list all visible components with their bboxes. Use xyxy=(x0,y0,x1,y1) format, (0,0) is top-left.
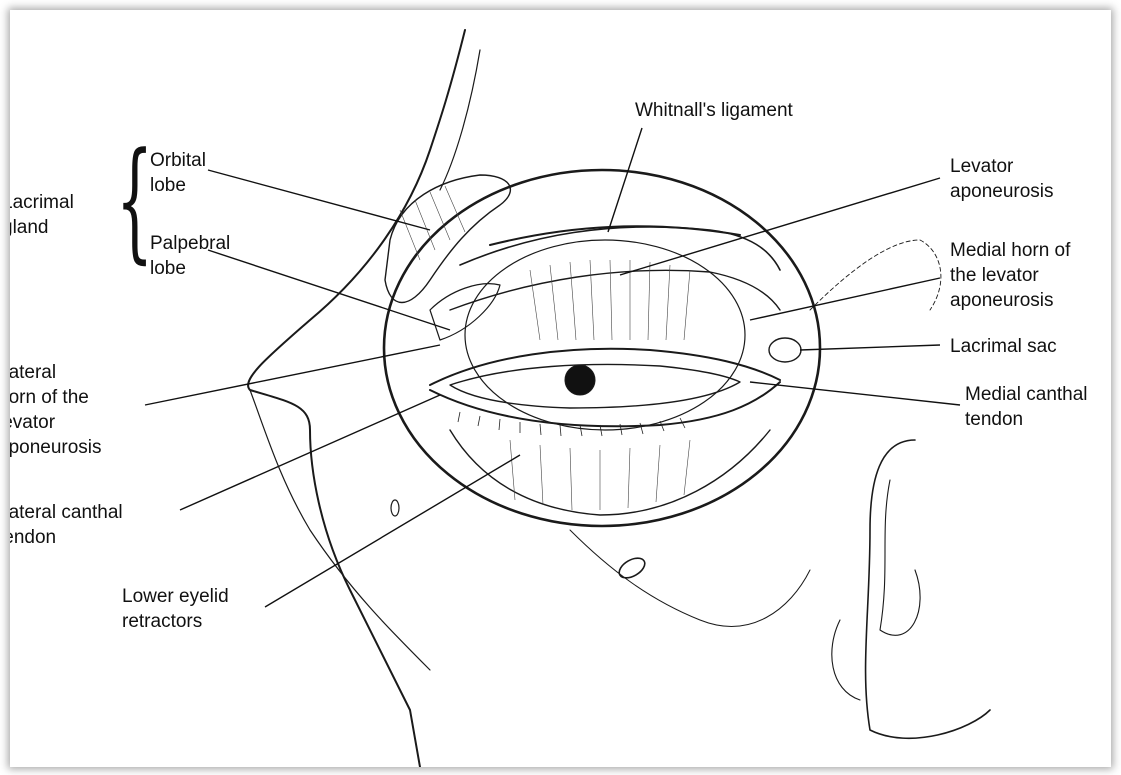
lacrimal-gland-bracket: { xyxy=(116,135,153,265)
upper-lid xyxy=(430,349,780,385)
figure-frame: Whitnall's ligament Orbital lobe Palpebr… xyxy=(10,10,1111,767)
ear-inner xyxy=(880,480,920,635)
label-lateral-horn: Lateral horn of the levator aponeurosis xyxy=(10,360,102,460)
label-levator-aponeurosis: Levator aponeurosis xyxy=(950,154,1054,204)
label-orbital-lobe: Orbital lobe xyxy=(150,148,206,198)
palpebral-fissure-inner xyxy=(450,364,740,408)
leader-whitnall xyxy=(608,128,642,232)
pupil xyxy=(565,365,595,395)
globe xyxy=(465,240,745,430)
leader-lateral-canthal xyxy=(180,395,440,510)
label-lacrimal-gland: Lacrimal gland xyxy=(10,190,74,240)
nose-inner-line xyxy=(440,50,480,190)
leader-lines xyxy=(145,128,960,607)
leader-palpebral-lobe xyxy=(208,250,450,330)
leader-medial-horn xyxy=(750,278,940,320)
skin-contour-right xyxy=(810,240,941,310)
label-lower-eyelid-retractors: Lower eyelid retractors xyxy=(122,584,229,634)
label-medial-canthal-tendon: Medial canthal tendon xyxy=(965,382,1088,432)
ear-fold xyxy=(832,620,860,700)
label-whitnalls-ligament: Whitnall's ligament xyxy=(635,98,793,123)
cheek-outline xyxy=(250,390,430,670)
label-medial-horn: Medial horn of the levator aponeurosis xyxy=(950,238,1070,313)
label-lacrimal-sac: Lacrimal sac xyxy=(950,334,1057,359)
lacrimal-sac-shape xyxy=(769,338,801,362)
eye-anatomy-illustration xyxy=(10,10,1111,767)
mark-foramen xyxy=(616,554,648,582)
leader-orbital-lobe xyxy=(208,170,430,230)
leader-lower-retractors xyxy=(265,455,520,607)
label-palpebral-lobe: Palpebral lobe xyxy=(150,231,230,281)
leader-medial-canthal xyxy=(750,382,960,405)
cheek-contour xyxy=(570,530,810,626)
retractor-area xyxy=(450,430,770,515)
levator-band-lower xyxy=(450,270,780,310)
mark-small xyxy=(391,500,399,516)
label-lateral-canthal-tendon: Lateral canthal tendon xyxy=(10,500,123,550)
leader-lateral-horn xyxy=(145,345,440,405)
